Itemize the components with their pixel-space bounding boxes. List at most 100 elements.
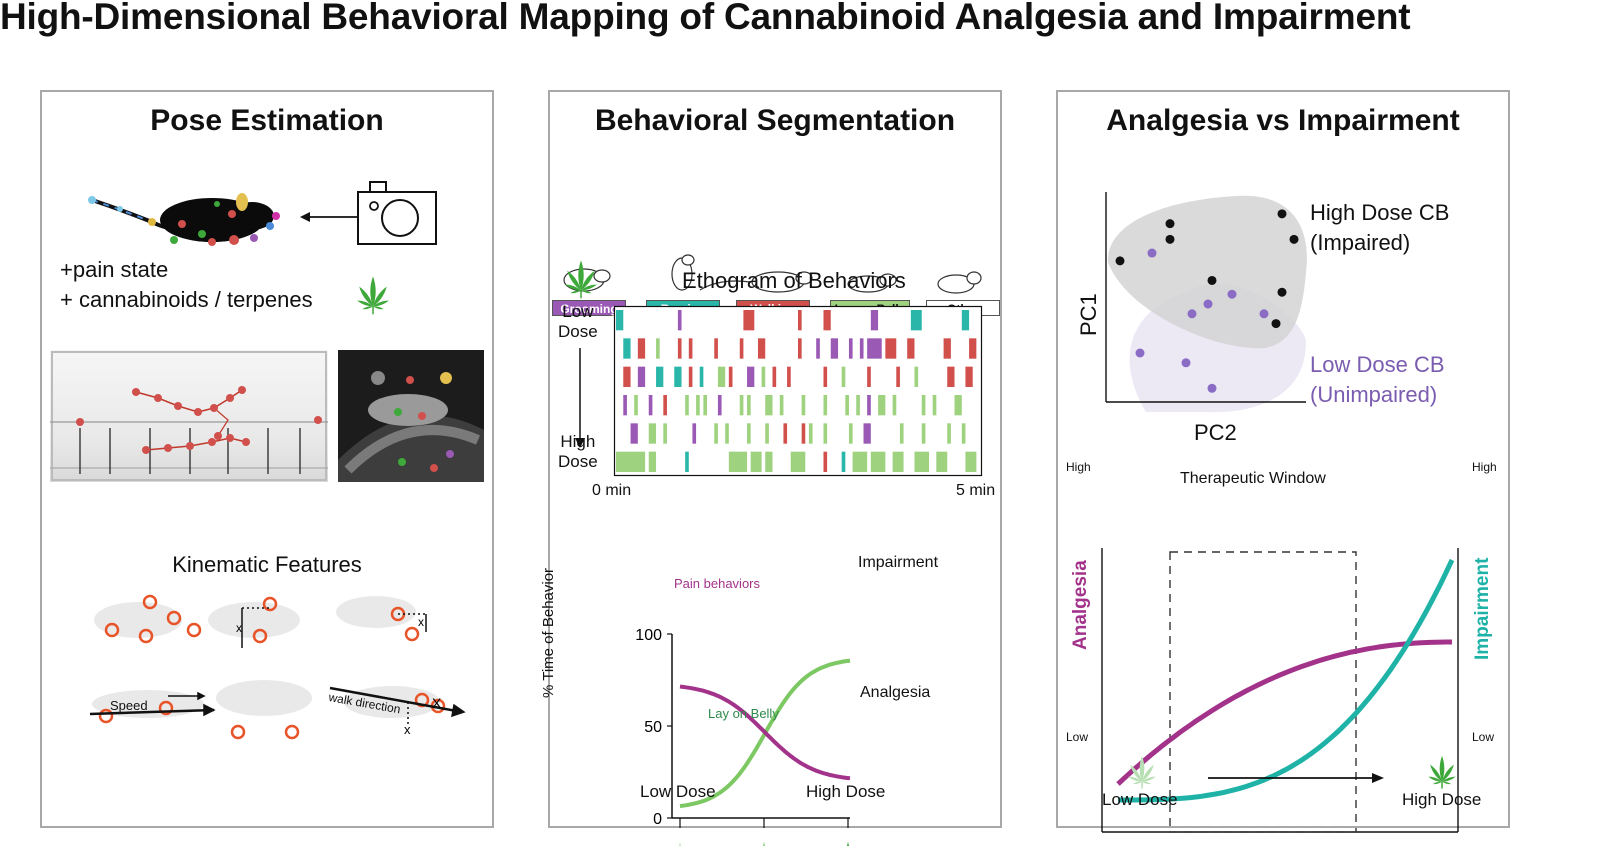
window-left-high: High	[1066, 460, 1091, 474]
page-title: High-Dimensional Behavioral Mapping of C…	[0, 0, 1411, 37]
svg-text:x: x	[236, 621, 242, 635]
ethogram-bout-red	[728, 366, 733, 387]
leaflet	[1139, 755, 1145, 782]
pca-x-label: PC2	[1194, 420, 1237, 445]
ethogram-bout-red	[637, 338, 646, 359]
cannabis-leaf-icon	[762, 842, 766, 846]
leaflet	[1442, 781, 1452, 785]
ethogram-bout-red	[798, 338, 802, 359]
leaflet	[1439, 755, 1445, 782]
ethogram-bout-green	[761, 366, 766, 387]
ethogram-bout-green	[878, 395, 886, 416]
ethogram-bout-red	[623, 366, 631, 387]
ethogram-bout-red	[907, 338, 915, 359]
leaflet	[581, 270, 595, 291]
ethogram-bout-purple	[830, 338, 839, 359]
y-tick-label: 100	[635, 627, 662, 644]
label-impairment: Impairment	[858, 554, 939, 571]
ethogram-bout-green	[801, 395, 806, 416]
ethogram-bout-purple	[816, 338, 820, 359]
leaflet	[1132, 781, 1142, 785]
sigmoid-x-low: Low Dose	[640, 782, 716, 801]
ethogram-bout-teal	[656, 366, 664, 387]
cannabis-leaf-icon	[565, 260, 597, 299]
leaflet	[373, 286, 387, 307]
ethogram-bout-red	[663, 395, 667, 416]
ethogram-bout-green	[663, 423, 667, 444]
ethogram-bout-green	[648, 423, 657, 444]
pain-behaviors-curve	[679, 684, 851, 781]
ethogram-bout-red	[783, 423, 788, 444]
leaflet	[570, 290, 581, 294]
high-dose-region	[1107, 195, 1307, 349]
ethogram-bout-green	[703, 395, 707, 416]
ethogram-bout-purple	[648, 395, 653, 416]
ethogram-bout-green	[848, 423, 853, 444]
ethogram-bout-green	[765, 395, 773, 416]
arena-photo	[50, 350, 328, 482]
svg-text:X: X	[432, 695, 442, 711]
ethogram-bout-red	[943, 338, 951, 359]
label-analgesia: Analgesia	[860, 684, 931, 701]
ethogram-bout-teal	[841, 451, 846, 472]
ethogram-bout-green	[856, 395, 860, 416]
ethogram-time-end: 5 min	[956, 482, 996, 499]
leaflet	[578, 260, 584, 291]
mouse-keypoint-illustration	[88, 193, 280, 246]
ethogram-frame	[613, 305, 983, 477]
leaflet	[1142, 776, 1156, 782]
therapeutic-window-box	[1169, 551, 1357, 833]
leaflet	[581, 284, 597, 291]
ethogram-bout-teal	[961, 310, 970, 331]
ethogram-bout-red	[739, 338, 744, 359]
low-dose-point	[1135, 348, 1145, 358]
low-dose-point	[1227, 289, 1237, 299]
ethogram-bout-purple	[692, 423, 697, 444]
leaflet	[1432, 781, 1442, 785]
ethogram-bout-green	[892, 395, 897, 416]
leaflet	[1430, 764, 1442, 782]
ethogram-bout-red	[823, 366, 828, 387]
ethogram-bout-purple	[717, 395, 722, 416]
label-lay-on-belly: Lay on Belly	[708, 706, 779, 721]
speed-label: Speed	[110, 698, 148, 713]
kinematic-features-title: Kinematic Features	[172, 552, 362, 577]
panel-title: Analgesia vs Impairment	[1106, 104, 1460, 137]
cannabis-leaf-icon	[1128, 755, 1156, 789]
window-right-axis-label: Impairment	[1472, 557, 1493, 660]
high-dose-point	[1165, 219, 1175, 229]
ethogram-bout-green	[823, 423, 828, 444]
therapeutic-window-chart	[1101, 548, 1459, 833]
analgesia-curve	[1116, 639, 1452, 786]
ethogram-bout-purple	[859, 338, 864, 359]
ethogram-bout-green	[965, 451, 977, 472]
sigmoid-y-label: % Time of Behavior	[540, 567, 557, 698]
ethogram-bout-red	[823, 310, 831, 331]
ethogram-bout-green	[714, 423, 718, 444]
low-dose-point	[1187, 309, 1197, 319]
ethogram-bout-green	[696, 395, 700, 416]
ethogram-bout-green	[634, 395, 638, 416]
low-dose-point	[1203, 299, 1213, 309]
y-tick-label: 50	[644, 719, 662, 736]
panel-behavioral-segmentation: Behavioral Segmentation Grooming Rearing…	[540, 90, 1002, 846]
svg-text:x: x	[418, 615, 424, 629]
ethogram-bout-red	[969, 338, 977, 359]
ethogram-bout-purple	[848, 338, 853, 359]
ethogram-high-dose-label: High Dose	[558, 432, 598, 471]
ethogram-bout-red	[757, 338, 766, 359]
y-tick-label: 0	[653, 811, 662, 828]
ethogram-bout-red	[947, 366, 955, 387]
cannabis-leaf-icon	[1428, 755, 1456, 789]
window-right-high: High	[1472, 460, 1497, 474]
low-dose-point	[1207, 383, 1217, 393]
ethogram-bout-red	[772, 366, 777, 387]
dose-direction-arrow	[575, 348, 585, 448]
ethogram-bout-purple	[870, 310, 879, 331]
svg-text:x: x	[404, 722, 411, 737]
camera-icon	[357, 181, 437, 245]
ethogram-bout-purple	[637, 366, 646, 387]
ethogram-bout-green	[841, 366, 846, 387]
leaflet	[1142, 781, 1152, 785]
panel-title: Behavioral Segmentation	[594, 104, 956, 137]
